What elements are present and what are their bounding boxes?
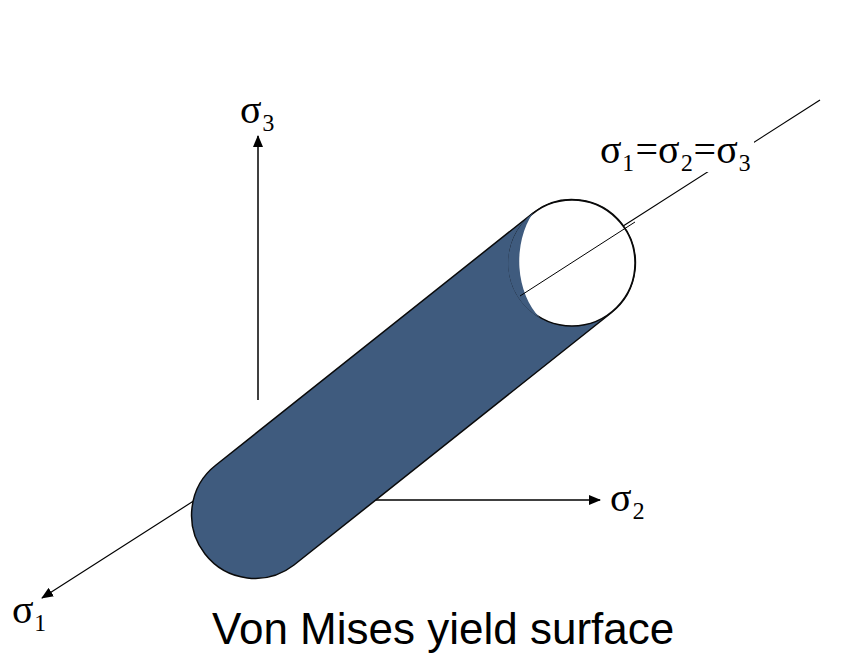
axis-label: σ₃ (240, 88, 276, 132)
hydrostatic-axis (42, 100, 820, 598)
axis-inside (520, 222, 635, 296)
caption: Von Mises yield surface (212, 605, 674, 653)
sigma3-axis (257, 136, 259, 400)
hydrostatic-label: σ₁=σ₂=σ₃ (598, 128, 754, 172)
axis-label: σ₂ (610, 476, 646, 520)
cylinder-body (192, 200, 636, 579)
sigma2-axis (370, 499, 600, 501)
axis-label: σ₁ (12, 588, 48, 632)
inner-surface (508, 213, 540, 318)
cylinder-end (509, 200, 635, 326)
